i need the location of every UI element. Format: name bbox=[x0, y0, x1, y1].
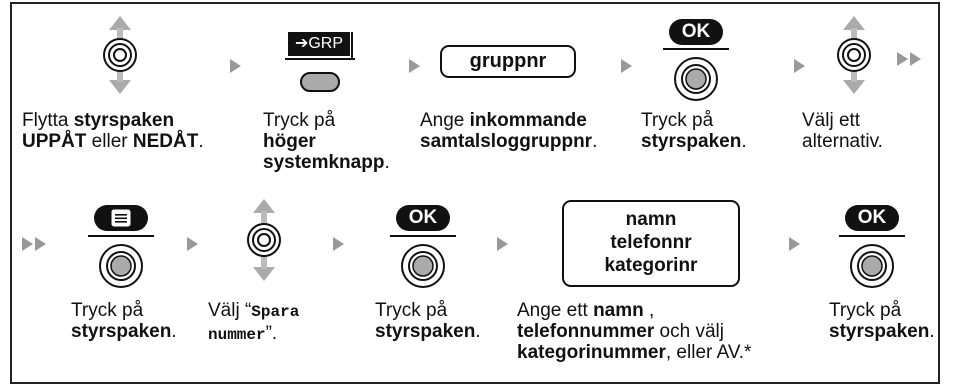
divider bbox=[663, 48, 729, 50]
arrow-right-icon bbox=[230, 59, 241, 73]
divider bbox=[88, 235, 154, 237]
step4-text: Tryck på styrspaken. bbox=[641, 110, 747, 152]
step10-text: Tryck på styrspaken. bbox=[829, 300, 935, 342]
arrow-right-icon bbox=[789, 237, 800, 251]
ok-label: OK bbox=[845, 205, 899, 231]
instruction-frame bbox=[10, 2, 940, 384]
input-name-number-category-box: namn telefonnr kategorinr bbox=[562, 200, 740, 287]
soft-key-icon: ➔GRP bbox=[285, 32, 357, 94]
step6-text: Tryck på styrspaken. bbox=[71, 300, 177, 342]
arrow-right-icon bbox=[333, 237, 344, 251]
ok-button-icon bbox=[850, 244, 894, 288]
ok-label: OK bbox=[669, 19, 723, 45]
arrow-right-icon bbox=[497, 237, 508, 251]
step7-text: Välj “Spara nummer”. bbox=[208, 300, 300, 344]
step9-text: Ange ett namn , telefonnummer och välj k… bbox=[517, 300, 752, 363]
joystick-updown-icon bbox=[247, 199, 281, 281]
joystick-updown-icon bbox=[103, 16, 137, 94]
joystick-updown-icon bbox=[837, 16, 871, 94]
arrow-right-icon bbox=[187, 237, 198, 251]
ok-button-icon bbox=[401, 244, 445, 288]
ok-button-icon bbox=[99, 244, 143, 288]
ok-label: OK bbox=[396, 205, 450, 231]
step8-text: Tryck på styrspaken. bbox=[375, 300, 481, 342]
step1-text: Flytta styrspaken UPPÅT eller NEDÅT. bbox=[22, 110, 204, 152]
divider bbox=[839, 235, 905, 237]
grp-key-label: ➔GRP bbox=[288, 32, 350, 56]
menu-key bbox=[94, 205, 148, 231]
divider bbox=[390, 235, 456, 237]
input-gruppnr-box: gruppnr bbox=[440, 45, 576, 78]
input-line-phone: telefonnr bbox=[610, 232, 692, 253]
input-line-category: kategorinr bbox=[604, 255, 698, 276]
double-arrow-right-icon bbox=[22, 237, 48, 256]
arrow-right-icon bbox=[409, 59, 420, 73]
menu-button-icon bbox=[111, 209, 131, 227]
ok-button-icon bbox=[674, 57, 718, 101]
step2-text: Tryck på höger systemknapp. bbox=[263, 110, 390, 173]
arrow-right-icon bbox=[621, 59, 632, 73]
input-line-name: namn bbox=[625, 209, 677, 230]
double-arrow-right-icon bbox=[897, 52, 923, 71]
arrow-right-icon bbox=[794, 59, 805, 73]
step5-text: Välj ett alternativ. bbox=[802, 110, 883, 152]
step3-text: Ange inkommande samtalsloggruppnr. bbox=[420, 110, 598, 152]
